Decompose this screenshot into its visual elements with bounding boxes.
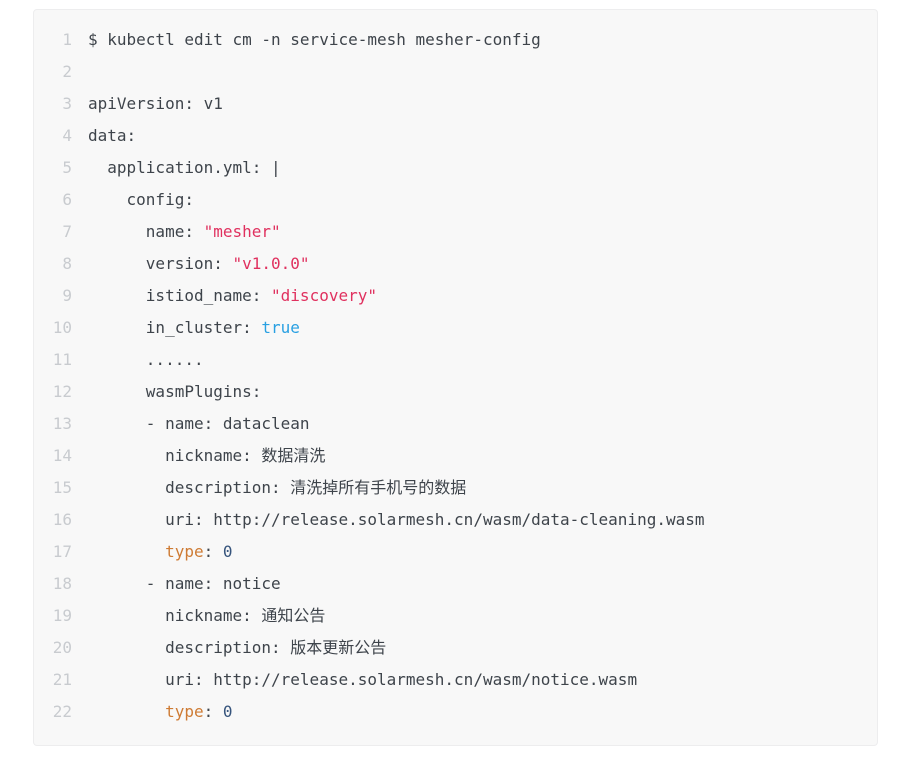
code-line: 4 data: xyxy=(50,120,857,152)
token-keyword: type xyxy=(165,702,204,721)
code-line-text: description: 清洗掉所有手机号的数据 xyxy=(88,472,466,504)
code-line: 22 type: 0 xyxy=(50,696,857,728)
code-line: 15 description: 清洗掉所有手机号的数据 xyxy=(50,472,857,504)
line-number: 15 xyxy=(52,478,72,497)
code-line-text: apiVersion: v1 xyxy=(88,88,223,120)
code-line-text: name: "mesher" xyxy=(88,216,281,248)
code-line-text: config: xyxy=(88,184,194,216)
code-line: 16 uri: http://release.solarmesh.cn/wasm… xyxy=(50,504,857,536)
line-number: 8 xyxy=(62,254,72,273)
code-line: 11 ...... xyxy=(50,344,857,376)
line-number: 5 xyxy=(62,158,72,177)
token-literal: true xyxy=(261,318,300,337)
line-number: 22 xyxy=(52,702,72,721)
line-number: 12 xyxy=(52,382,72,401)
token-number: 0 xyxy=(222,702,233,721)
token-keyword: type xyxy=(165,542,204,561)
code-line: 2 xyxy=(50,56,857,88)
token-default: apiVersion: v1 xyxy=(88,94,223,113)
token-default xyxy=(88,542,165,561)
code-line-text: - name: notice xyxy=(88,568,281,600)
code-line: 17 type: 0 xyxy=(50,536,857,568)
token-default: in_cluster: xyxy=(88,318,262,337)
code-line-text: description: 版本更新公告 xyxy=(88,632,386,664)
line-number: 4 xyxy=(62,126,72,145)
code-line-text: nickname: 通知公告 xyxy=(88,600,325,632)
line-number: 19 xyxy=(52,606,72,625)
code-block: 1 $ kubectl edit cm -n service-mesh meshe… xyxy=(33,9,878,746)
token-default: : xyxy=(203,702,223,721)
token-default: data: xyxy=(88,126,137,145)
code-line-text: type: 0 xyxy=(88,696,233,728)
code-line: 19 nickname: 通知公告 xyxy=(50,600,857,632)
code-line-text: uri: http://release.solarmesh.cn/wasm/da… xyxy=(88,504,705,536)
token-string: "v1.0.0" xyxy=(232,254,310,273)
token-default: wasmPlugins: xyxy=(88,382,262,401)
line-number: 1 xyxy=(62,30,72,49)
line-number: 3 xyxy=(62,94,72,113)
token-default: - name: notice xyxy=(88,574,281,593)
token-string: "mesher" xyxy=(203,222,281,241)
line-number: 16 xyxy=(52,510,72,529)
token-number: 0 xyxy=(222,542,233,561)
code-line: 18 - name: notice xyxy=(50,568,857,600)
code-line-text: istiod_name: "discovery" xyxy=(88,280,377,312)
line-number: 18 xyxy=(52,574,72,593)
token-default: uri: http://release.solarmesh.cn/wasm/da… xyxy=(88,510,705,529)
token-string: "discovery" xyxy=(271,286,377,305)
code-line: 14 nickname: 数据清洗 xyxy=(50,440,857,472)
code-line: 7 name: "mesher" xyxy=(50,216,857,248)
token-default: config: xyxy=(88,190,194,209)
code-line: 21 uri: http://release.solarmesh.cn/wasm… xyxy=(50,664,857,696)
code-line: 1 $ kubectl edit cm -n service-mesh meshe… xyxy=(50,24,857,56)
token-default: application.yml: | xyxy=(88,158,281,177)
token-default: istiod_name: xyxy=(88,286,272,305)
code-line: 13 - name: dataclean xyxy=(50,408,857,440)
code-line: 12 wasmPlugins: xyxy=(50,376,857,408)
code-line: 8 version: "v1.0.0" xyxy=(50,248,857,280)
token-default: $ kubectl edit cm -n service-mesh mesher… xyxy=(88,30,541,49)
line-number: 2 xyxy=(62,62,72,81)
code-line-text: in_cluster: true xyxy=(88,312,300,344)
code-line: 3 apiVersion: v1 xyxy=(50,88,857,120)
line-number: 9 xyxy=(62,286,72,305)
token-default: nickname: 通知公告 xyxy=(88,606,326,625)
token-default: version: xyxy=(88,254,233,273)
line-number: 6 xyxy=(62,190,72,209)
line-number: 14 xyxy=(52,446,72,465)
code-line: 10 in_cluster: true xyxy=(50,312,857,344)
token-default: description: 版本更新公告 xyxy=(88,638,387,657)
token-default: nickname: 数据清洗 xyxy=(88,446,326,465)
code-line: 6 config: xyxy=(50,184,857,216)
code-line-text: application.yml: | xyxy=(88,152,281,184)
token-default: - name: dataclean xyxy=(88,414,310,433)
token-default: : xyxy=(203,542,223,561)
code-line: 9 istiod_name: "discovery" xyxy=(50,280,857,312)
line-number: 21 xyxy=(52,670,72,689)
code-line-text: data: xyxy=(88,120,136,152)
token-default: uri: http://release.solarmesh.cn/wasm/no… xyxy=(88,670,638,689)
token-default: name: xyxy=(88,222,204,241)
line-number: 13 xyxy=(52,414,72,433)
line-number: 17 xyxy=(52,542,72,561)
code-line: 20 description: 版本更新公告 xyxy=(50,632,857,664)
code-line-text: wasmPlugins: xyxy=(88,376,262,408)
token-default xyxy=(88,702,165,721)
code-line-text: type: 0 xyxy=(88,536,233,568)
code-line-text: uri: http://release.solarmesh.cn/wasm/no… xyxy=(88,664,637,696)
code-line-text: ...... xyxy=(88,344,204,376)
line-number: 7 xyxy=(62,222,72,241)
line-number: 11 xyxy=(52,350,72,369)
code-line-text: nickname: 数据清洗 xyxy=(88,440,325,472)
line-number: 10 xyxy=(52,318,72,337)
code-line-text: version: "v1.0.0" xyxy=(88,248,310,280)
code-line-text: - name: dataclean xyxy=(88,408,310,440)
token-default: description: 清洗掉所有手机号的数据 xyxy=(88,478,467,497)
code-line-text: $ kubectl edit cm -n service-mesh mesher… xyxy=(88,24,541,56)
line-number: 20 xyxy=(52,638,72,657)
code-line: 5 application.yml: | xyxy=(50,152,857,184)
token-default: ...... xyxy=(88,350,204,369)
